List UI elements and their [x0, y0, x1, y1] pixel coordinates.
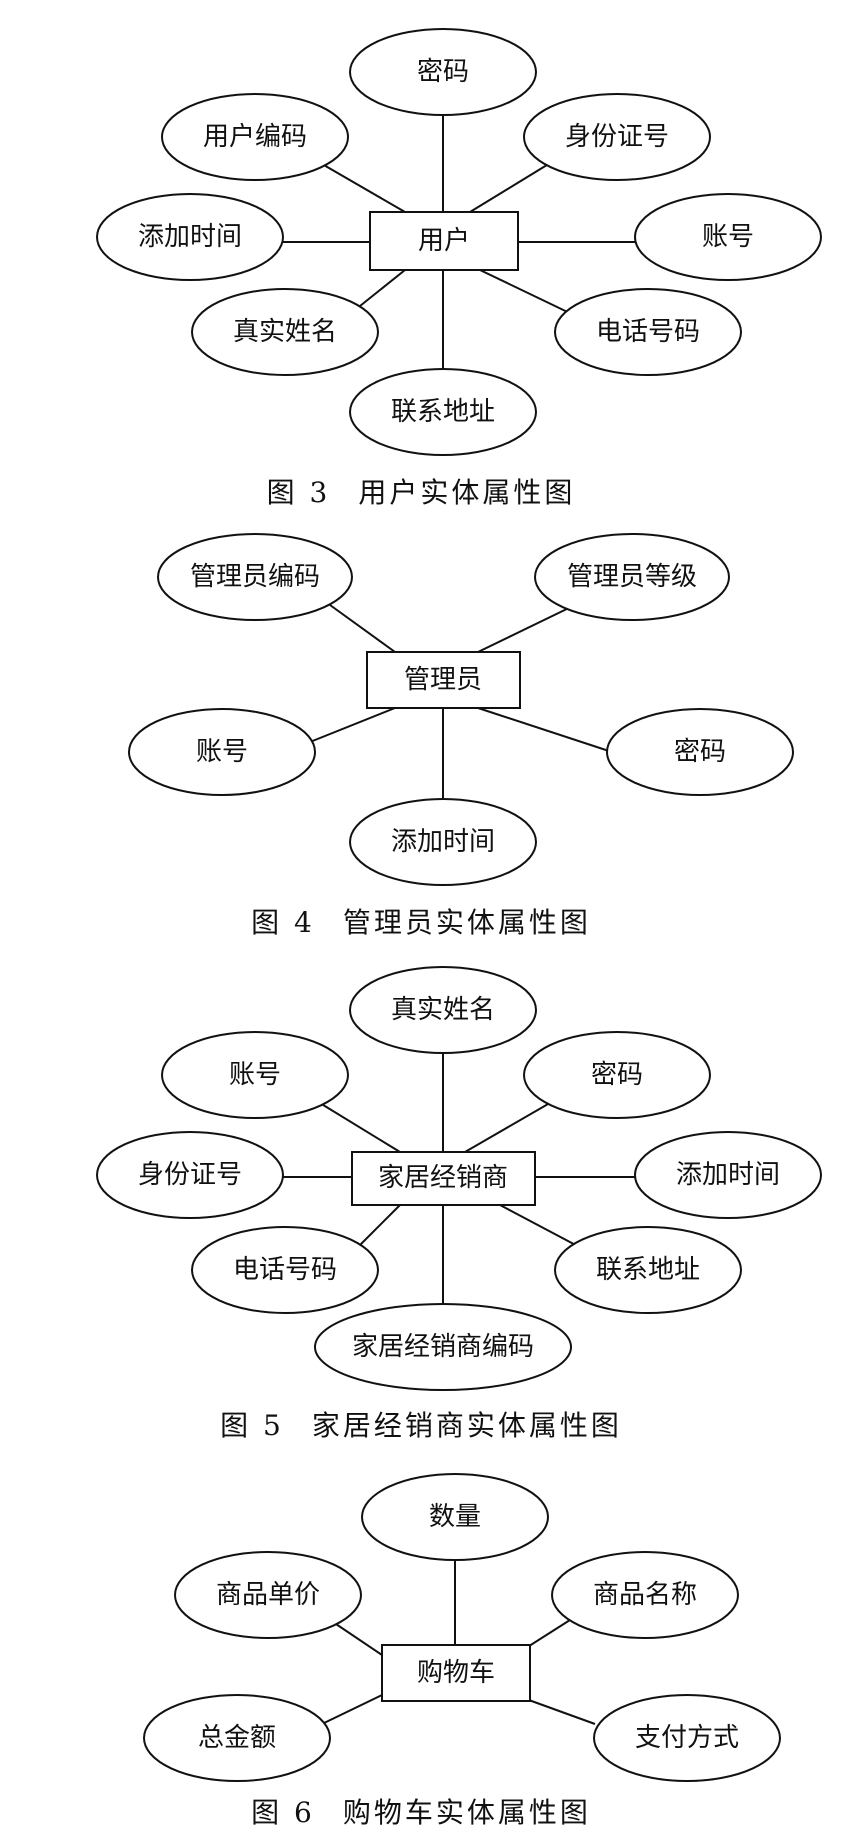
figure-caption: 图 6 购物车实体属性图	[251, 1796, 591, 1829]
entity-box	[366, 651, 521, 709]
attribute-ellipse	[534, 533, 730, 621]
attribute-label: 身份证号	[138, 1160, 242, 1190]
figure-caption: 图 5 家居经销商实体属性图	[220, 1409, 622, 1442]
edge	[354, 1204, 401, 1251]
attribute-label: 密码	[591, 1060, 643, 1090]
attribute-ellipse	[96, 1131, 284, 1219]
figure-caption: 图 4 管理员实体属性图	[251, 906, 591, 939]
entity-box	[351, 1151, 536, 1206]
figure-3-user-entity: 密码 用户编码 身份证号 添加时间 账号 真实姓名 电话号码 联系地址 用户 图…	[96, 28, 822, 509]
attribute-label: 添加时间	[391, 827, 495, 857]
edge	[469, 156, 561, 213]
attribute-label: 账号	[196, 737, 248, 767]
figure-caption: 图 3 用户实体属性图	[267, 476, 576, 509]
figure-5-dealer-entity: 真实姓名 账号 密码 身份证号 添加时间 电话号码 联系地址 家居经销商编码 家…	[96, 966, 822, 1442]
attribute-label: 支付方式	[635, 1723, 739, 1753]
caption-number: 图 5	[220, 1409, 284, 1442]
attribute-ellipse	[191, 288, 379, 376]
attribute-ellipse	[349, 798, 537, 886]
attribute-label: 总金额	[198, 1723, 276, 1753]
attribute-label: 账号	[229, 1060, 281, 1090]
attribute-ellipse	[554, 288, 742, 376]
caption-text: 管理员实体属性图	[343, 906, 591, 939]
entity-box	[369, 211, 519, 271]
figure-6-cart-entity: 数量 商品单价 商品名称 总金额 支付方式 购物车 图 6 购物车实体属性图	[143, 1473, 781, 1829]
attribute-ellipse	[128, 708, 316, 796]
attribute-label: 数量	[429, 1502, 481, 1532]
attribute-ellipse	[593, 1694, 781, 1782]
figure-4-admin-entity: 管理员编码 管理员等级 账号 密码 添加时间 管理员 图 4 管理员实体属性图	[128, 533, 794, 939]
attribute-label: 添加时间	[138, 222, 242, 252]
attribute-ellipse	[551, 1551, 739, 1639]
attribute-ellipse	[634, 193, 822, 281]
entity-label: 购物车	[417, 1658, 495, 1688]
edge	[309, 707, 396, 743]
edge	[314, 1099, 401, 1153]
entity-label: 用户	[418, 226, 470, 256]
attribute-ellipse	[161, 93, 349, 181]
edge	[329, 604, 396, 653]
caption-number: 图 6	[251, 1796, 315, 1829]
attribute-label: 账号	[702, 222, 754, 252]
attribute-ellipse	[554, 1226, 742, 1314]
attribute-ellipse	[606, 708, 794, 796]
caption-text: 购物车实体属性图	[343, 1796, 591, 1829]
attribute-label: 管理员等级	[567, 562, 697, 592]
attribute-ellipse	[349, 368, 537, 456]
attribute-ellipse	[523, 1031, 711, 1119]
entity-box	[381, 1644, 531, 1702]
attribute-ellipse	[523, 93, 711, 181]
attribute-ellipse	[191, 1226, 379, 1314]
edge	[464, 1099, 556, 1153]
attribute-ellipse	[349, 28, 537, 116]
attribute-ellipse	[349, 966, 537, 1054]
attribute-ellipse	[314, 1303, 572, 1391]
edge	[321, 1694, 383, 1725]
attribute-label: 身份证号	[565, 122, 669, 152]
attribute-ellipse	[634, 1131, 822, 1219]
edge	[309, 156, 406, 213]
edge	[479, 269, 581, 319]
attribute-label: 用户编码	[203, 122, 307, 152]
entity-label: 管理员	[404, 665, 482, 695]
caption-text: 家居经销商实体属性图	[312, 1409, 622, 1442]
attribute-ellipse	[157, 533, 353, 621]
edge	[477, 604, 576, 653]
attribute-label: 添加时间	[676, 1160, 780, 1190]
attribute-label: 密码	[674, 737, 726, 767]
caption-text: 用户实体属性图	[358, 476, 575, 509]
edge	[499, 1204, 586, 1251]
attribute-label: 商品单价	[216, 1580, 320, 1610]
attribute-ellipse	[174, 1551, 362, 1639]
attribute-ellipse	[143, 1694, 331, 1782]
edge	[477, 707, 613, 753]
attribute-label: 商品名称	[593, 1580, 697, 1610]
attribute-label: 联系地址	[391, 397, 495, 427]
attribute-ellipse	[96, 193, 284, 281]
attribute-label: 真实姓名	[391, 995, 495, 1025]
caption-number: 图 3	[267, 476, 331, 509]
attribute-label: 家居经销商编码	[352, 1332, 534, 1362]
attribute-ellipse	[361, 1473, 549, 1561]
attribute-label: 电话号码	[596, 317, 700, 347]
attribute-label: 联系地址	[596, 1255, 700, 1285]
attribute-label: 密码	[417, 57, 469, 87]
caption-number: 图 4	[251, 906, 315, 939]
attribute-label: 管理员编码	[190, 562, 320, 592]
edge	[329, 1619, 383, 1656]
entity-label: 家居经销商	[378, 1163, 508, 1193]
attribute-label: 真实姓名	[233, 317, 337, 347]
attribute-ellipse	[161, 1031, 349, 1119]
attribute-label: 电话号码	[233, 1255, 337, 1285]
